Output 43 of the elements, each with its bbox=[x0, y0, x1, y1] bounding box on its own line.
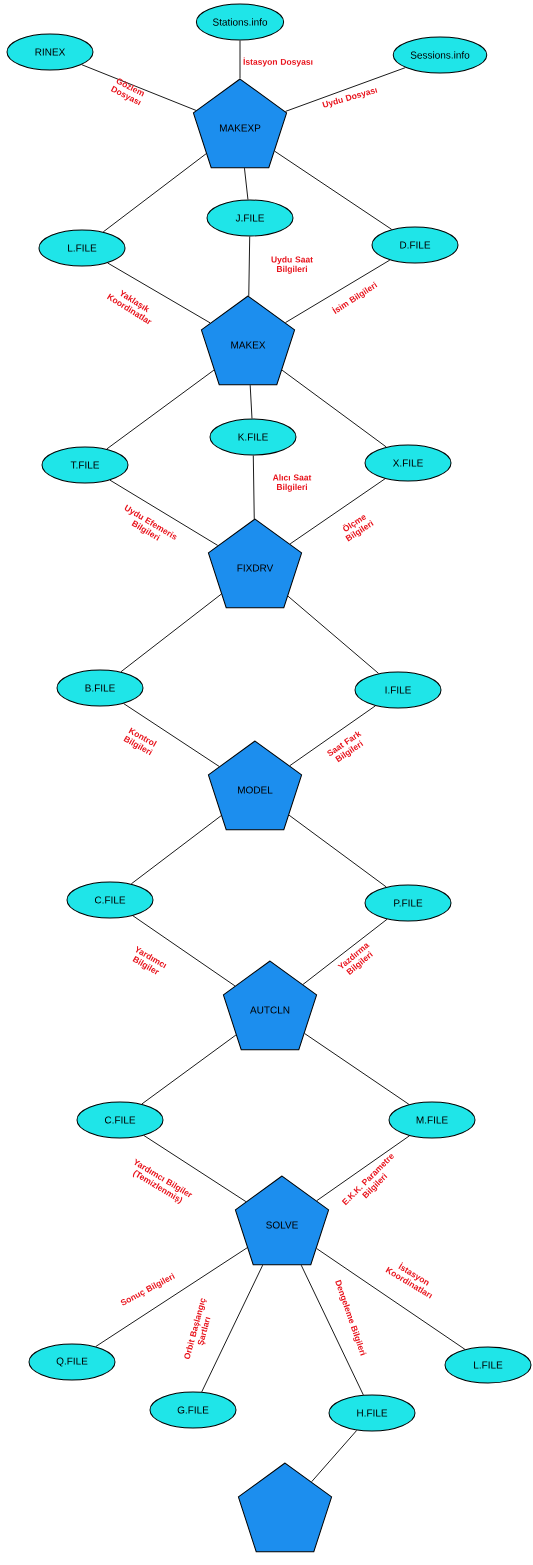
connector-line bbox=[130, 815, 222, 885]
connector-line bbox=[285, 259, 391, 324]
connector-line bbox=[300, 1264, 364, 1396]
process-pentagon: SOLVE bbox=[234, 1175, 330, 1266]
connector-line bbox=[102, 153, 207, 233]
process-pentagon: MODEL bbox=[207, 740, 303, 831]
process-pentagon: MAKEXP bbox=[192, 78, 288, 169]
connector-line bbox=[201, 1264, 264, 1393]
connector-line bbox=[304, 1033, 410, 1105]
edge-label: Uydu Dosyası bbox=[322, 88, 378, 108]
connector-line bbox=[239, 40, 241, 79]
connector-line bbox=[316, 1248, 466, 1350]
connector-line bbox=[106, 369, 215, 450]
process-pentagon: AUTCLN bbox=[222, 960, 318, 1051]
connector-line bbox=[141, 1034, 237, 1105]
connector-line bbox=[81, 64, 197, 111]
connector-line bbox=[287, 595, 380, 674]
edge-label: Uydu Saat Bilgileri bbox=[271, 256, 313, 274]
connector-line bbox=[95, 1247, 248, 1347]
connector-line bbox=[302, 918, 388, 985]
connector-line bbox=[132, 915, 236, 987]
connector-line bbox=[252, 455, 255, 520]
connector-line bbox=[316, 1135, 410, 1202]
connector-line bbox=[143, 1135, 247, 1203]
connector-line bbox=[107, 262, 211, 324]
edge-label: Alıcı Saat Bilgileri bbox=[272, 474, 312, 492]
connector-line bbox=[244, 167, 249, 200]
connector-line bbox=[311, 1429, 358, 1483]
connector-line bbox=[248, 236, 251, 297]
connector-line bbox=[109, 479, 219, 546]
connector-line bbox=[249, 384, 253, 419]
edge-label: İstasyon Dosyası bbox=[243, 57, 313, 67]
connector-line bbox=[123, 703, 220, 767]
process-pentagon bbox=[237, 1462, 333, 1553]
connector-line bbox=[285, 67, 406, 112]
connector-line bbox=[289, 478, 386, 545]
connector-line bbox=[274, 150, 393, 230]
process-pentagon: MAKEX bbox=[200, 295, 296, 386]
connector-line bbox=[288, 814, 387, 888]
connector-line bbox=[289, 705, 376, 767]
connector-line bbox=[120, 593, 222, 673]
process-pentagon: FIXDRV bbox=[207, 518, 303, 609]
connector-line bbox=[281, 369, 387, 448]
